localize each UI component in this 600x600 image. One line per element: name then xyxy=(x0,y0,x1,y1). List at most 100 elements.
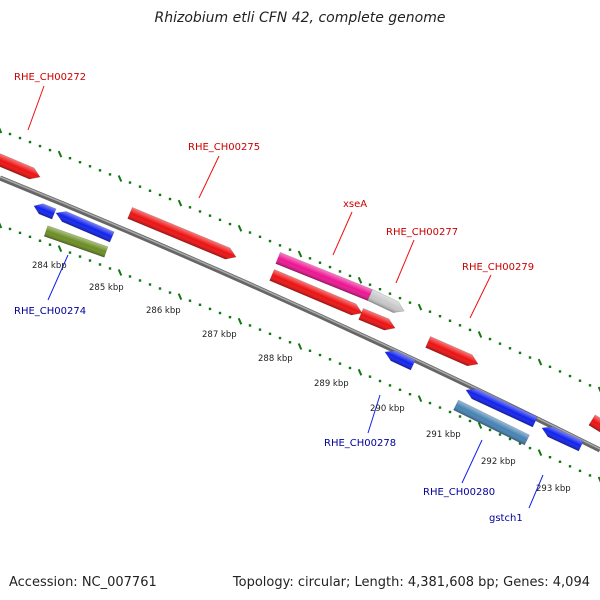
minor-tick xyxy=(138,279,142,282)
gene-rhe-ch00274-shade xyxy=(44,225,108,258)
minor-tick xyxy=(68,156,72,160)
gene-rhe-ch00278 xyxy=(384,350,416,371)
leader-rhe-ch00272 xyxy=(27,85,45,131)
minor-tick xyxy=(528,446,532,450)
minor-tick xyxy=(198,210,202,213)
gene-rhe-ch00272 xyxy=(0,152,41,180)
minor-tick xyxy=(208,307,212,311)
gene-labels: RHE_CH00272 RHE_CH00275 xseA RHE_CH00277… xyxy=(14,72,534,524)
minor-tick xyxy=(488,337,492,341)
minor-tick xyxy=(48,148,52,152)
major-tick xyxy=(297,250,303,258)
gene-label-rhe-ch00279[interactable]: RHE_CH00279 xyxy=(462,262,534,273)
minor-tick xyxy=(158,193,162,197)
gene-label-rhe-ch00277[interactable]: RHE_CH00277 xyxy=(386,227,458,238)
major-tick xyxy=(597,386,600,393)
leader-rhe-ch00277 xyxy=(395,239,415,284)
minor-tick xyxy=(248,231,252,234)
inner-scale-ticks xyxy=(0,222,600,483)
major-tick xyxy=(177,199,183,207)
gene-label-xsea[interactable]: xseA xyxy=(343,199,367,210)
minor-tick xyxy=(398,296,402,300)
minor-tick xyxy=(68,251,72,254)
gene-label-gstch1[interactable]: gstch1 xyxy=(489,513,523,524)
scale-label: 293 kbp xyxy=(536,484,571,494)
minor-tick xyxy=(168,291,172,294)
gene-rhe-ch00274b xyxy=(55,211,115,243)
minor-tick xyxy=(108,173,112,176)
minor-tick xyxy=(38,144,42,148)
gene-rhe-ch00280-shade xyxy=(453,400,530,445)
scale-label: 290 kbp xyxy=(370,404,405,414)
gene-rhe-ch00272-shade xyxy=(0,152,41,180)
gene-label-rhe-ch00274[interactable]: RHE_CH00274 xyxy=(14,306,86,317)
minor-tick xyxy=(578,469,582,473)
minor-tick xyxy=(308,349,312,352)
gene-rhe-ch00279-shade xyxy=(425,336,478,366)
gene-rhe-ch00274 xyxy=(43,225,109,258)
gene-edge-right-shade xyxy=(588,414,600,434)
accession-text: Accession: NC_007761 xyxy=(9,575,157,590)
minor-tick xyxy=(78,161,82,164)
leader-rhe-ch00279 xyxy=(469,274,492,319)
leader-rhe-ch00275 xyxy=(198,155,220,199)
minor-tick xyxy=(548,365,552,368)
minor-tick xyxy=(558,460,562,463)
minor-tick xyxy=(288,248,292,251)
label-leader-lines xyxy=(27,85,544,509)
minor-tick xyxy=(498,342,502,345)
minor-tick xyxy=(518,442,522,445)
minor-tick xyxy=(368,375,372,378)
minor-tick xyxy=(508,347,512,350)
minor-tick xyxy=(448,410,452,414)
minor-tick xyxy=(548,455,552,459)
minor-tick xyxy=(18,136,22,140)
scale-label: 288 kbp xyxy=(258,354,293,364)
minor-tick xyxy=(128,181,132,184)
minor-tick xyxy=(458,324,462,327)
scale-label: 284 kbp xyxy=(32,261,67,271)
major-tick xyxy=(57,150,63,158)
major-tick xyxy=(537,358,543,366)
gene-label-rhe-ch00272[interactable]: RHE_CH00272 xyxy=(14,72,86,83)
minor-tick xyxy=(338,362,342,365)
minor-tick xyxy=(158,287,162,290)
minor-tick xyxy=(378,379,382,383)
major-tick xyxy=(237,317,243,325)
genome-summary-text: Topology: circular; Length: 4,381,608 bp… xyxy=(232,575,590,590)
leader-rhe-ch00278 xyxy=(367,394,381,434)
gene-rhe-ch00277-grey-shade xyxy=(367,289,405,313)
minor-tick xyxy=(438,406,442,409)
minor-tick xyxy=(98,169,102,172)
gene-rhe-ch00275 xyxy=(127,207,237,260)
minor-tick xyxy=(98,263,102,266)
minor-tick xyxy=(498,433,502,436)
gene-rhe-ch00276 xyxy=(269,269,363,316)
minor-tick xyxy=(218,218,222,222)
major-tick xyxy=(117,269,123,276)
gene-label-rhe-ch00280[interactable]: RHE_CH00280 xyxy=(423,487,495,498)
minor-tick xyxy=(8,227,12,231)
outer-scale-ticks xyxy=(0,127,600,393)
minor-tick xyxy=(258,328,262,331)
gene-rhe-ch00277-grey xyxy=(367,289,405,313)
minor-tick xyxy=(318,261,322,264)
gene-rhe-ch00277-shade xyxy=(358,308,396,331)
gene-rhe-ch00274b-shade xyxy=(56,211,115,243)
minor-tick xyxy=(408,393,412,396)
gene-label-rhe-ch00278[interactable]: RHE_CH00278 xyxy=(324,438,396,449)
minor-tick xyxy=(488,428,492,432)
minor-tick xyxy=(308,257,312,260)
minor-tick xyxy=(428,310,432,313)
minor-tick xyxy=(48,243,52,246)
major-tick xyxy=(597,476,600,483)
minor-tick xyxy=(378,287,382,291)
minor-tick xyxy=(28,235,32,239)
gene-label-rhe-ch00275[interactable]: RHE_CH00275 xyxy=(188,142,260,153)
minor-tick xyxy=(168,197,172,201)
minor-tick xyxy=(148,189,152,192)
gene-rhe-ch00279 xyxy=(425,336,479,367)
major-tick xyxy=(0,222,3,229)
minor-tick xyxy=(88,259,92,262)
